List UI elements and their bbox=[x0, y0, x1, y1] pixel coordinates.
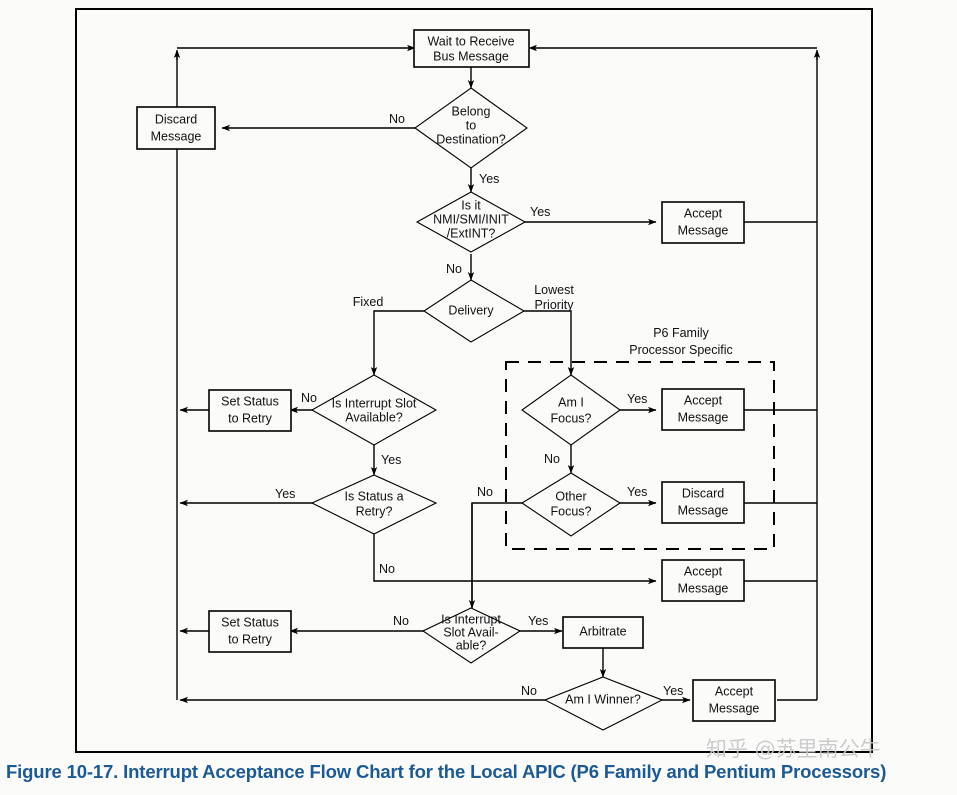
node-label: Belong bbox=[452, 104, 491, 118]
node-accept-message-1[interactable]: Accept Message bbox=[661, 201, 745, 244]
annotation-line: Processor Specific bbox=[629, 343, 733, 357]
node-label: Discard bbox=[682, 486, 724, 500]
node-is-status-a-retry[interactable]: Is Status a Retry? bbox=[310, 474, 438, 535]
edge-label-otherfocus-yes: Yes bbox=[627, 485, 647, 499]
node-label: to bbox=[466, 118, 476, 132]
node-label: Message bbox=[151, 129, 202, 143]
annotation-p6-family-processor-specific: P6 Family Processor Specific bbox=[629, 326, 733, 357]
edge-label-otherfocus-no: No bbox=[477, 485, 493, 499]
node-label: to Retry bbox=[228, 632, 273, 646]
node-is-interrupt-slot-available-1[interactable]: Is Interrupt Slot Available? bbox=[310, 374, 438, 446]
edge-label-isit-no: No bbox=[446, 262, 462, 276]
node-label: Available? bbox=[345, 410, 403, 424]
node-label: Focus? bbox=[551, 411, 592, 425]
edge-label-slot1-yes: Yes bbox=[381, 453, 401, 467]
edge-statusretry-no-to-accept3 bbox=[373, 531, 657, 585]
edge-label-belong-no: No bbox=[389, 112, 405, 126]
node-label: Discard bbox=[155, 112, 197, 126]
node-label: Message bbox=[678, 503, 729, 517]
edge-delivery-lowest-to-amifocus bbox=[519, 310, 575, 376]
node-accept-message-2[interactable]: Accept Message bbox=[661, 388, 745, 431]
node-is-interrupt-slot-available-2[interactable]: Is Interrupt Slot Avail- able? bbox=[421, 607, 522, 664]
node-label: Retry? bbox=[356, 504, 393, 518]
node-label: Message bbox=[709, 701, 760, 715]
node-label: Wait to Receive bbox=[427, 34, 514, 48]
node-is-it-nmi-smi-init-extint[interactable]: Is it NMI/SMI/INIT /ExtINT? bbox=[415, 191, 527, 253]
edge-label-delivery-priority: Priority bbox=[535, 298, 575, 312]
edge-label-belong-yes: Yes bbox=[479, 172, 499, 186]
node-label: Is Status a bbox=[344, 489, 403, 503]
node-arbitrate[interactable]: Arbitrate bbox=[562, 616, 644, 649]
node-label: Arbitrate bbox=[579, 624, 626, 638]
node-discard-message-1[interactable]: Discard Message bbox=[136, 106, 216, 150]
node-label: Accept bbox=[684, 206, 723, 220]
annotation-line: P6 Family bbox=[653, 326, 709, 340]
node-label: /ExtINT? bbox=[447, 226, 496, 240]
node-accept-message-4[interactable]: Accept Message bbox=[692, 679, 776, 722]
node-label: Is Interrupt Slot bbox=[332, 396, 417, 410]
figure-border bbox=[75, 8, 873, 753]
node-label: Set Status bbox=[221, 615, 279, 629]
node-label: Slot Avail- bbox=[443, 625, 498, 639]
edge-label-slot2-no: No bbox=[393, 614, 409, 628]
edge-label-delivery-lowest: Lowest bbox=[534, 283, 574, 297]
edge-otherfocus-no-path bbox=[471, 502, 523, 611]
edge-label-slot2-yes: Yes bbox=[528, 614, 548, 628]
node-am-i-focus[interactable]: Am I Focus? bbox=[521, 374, 621, 446]
node-label: Bus Message bbox=[433, 49, 509, 63]
node-label: able? bbox=[456, 638, 487, 652]
node-accept-message-3[interactable]: Accept Message bbox=[661, 559, 745, 602]
figure-caption: Figure 10-17. Interrupt Acceptance Flow … bbox=[6, 761, 887, 782]
node-set-status-to-retry-1[interactable]: Set Status to Retry bbox=[208, 389, 292, 432]
edge-label-statusretry-no: No bbox=[379, 562, 395, 576]
node-label: Destination? bbox=[436, 132, 506, 146]
edge-label-slot1-no: No bbox=[301, 391, 317, 405]
node-am-i-winner[interactable]: Am I Winner? bbox=[543, 676, 664, 731]
edge-label-isit-yes: Yes bbox=[530, 205, 550, 219]
node-label: Is it bbox=[461, 198, 481, 212]
node-label: Accept bbox=[684, 564, 723, 578]
edge-label-winner-yes: Yes bbox=[663, 684, 683, 698]
node-belong-to-destination[interactable]: Belong to Destination? bbox=[414, 87, 528, 169]
node-wait-to-receive-bus-message[interactable]: Wait to Receive Bus Message bbox=[413, 29, 530, 68]
node-label: to Retry bbox=[228, 411, 273, 425]
node-delivery[interactable]: Delivery bbox=[423, 279, 526, 343]
edge-label-amifocus-yes: Yes bbox=[627, 392, 647, 406]
node-label: Accept bbox=[715, 684, 754, 698]
node-label: Focus? bbox=[551, 504, 592, 518]
edge-label-delivery-fixed: Fixed bbox=[353, 295, 384, 309]
node-label: Other bbox=[555, 489, 586, 503]
node-label: Accept bbox=[684, 393, 723, 407]
node-label: Am I Winner? bbox=[565, 692, 641, 706]
edge-label-statusretry-yes: Yes bbox=[275, 487, 295, 501]
node-label: Message bbox=[678, 223, 729, 237]
edge-label-winner-no: No bbox=[521, 684, 537, 698]
edge-delivery-fixed-to-slot1 bbox=[370, 310, 424, 376]
node-set-status-to-retry-2[interactable]: Set Status to Retry bbox=[208, 610, 292, 653]
node-label: Am I bbox=[558, 395, 584, 409]
node-label: Message bbox=[678, 410, 729, 424]
node-label: Message bbox=[678, 581, 729, 595]
edge-label-amifocus-no: No bbox=[544, 452, 560, 466]
node-label: Set Status bbox=[221, 394, 279, 408]
node-label: Is Interrupt bbox=[441, 612, 501, 626]
node-label: Delivery bbox=[448, 303, 494, 317]
node-label: NMI/SMI/INIT bbox=[433, 212, 509, 226]
node-other-focus[interactable]: Other Focus? bbox=[520, 472, 622, 537]
node-discard-message-2[interactable]: Discard Message bbox=[661, 481, 745, 524]
p6-family-dashed-region bbox=[505, 361, 775, 550]
